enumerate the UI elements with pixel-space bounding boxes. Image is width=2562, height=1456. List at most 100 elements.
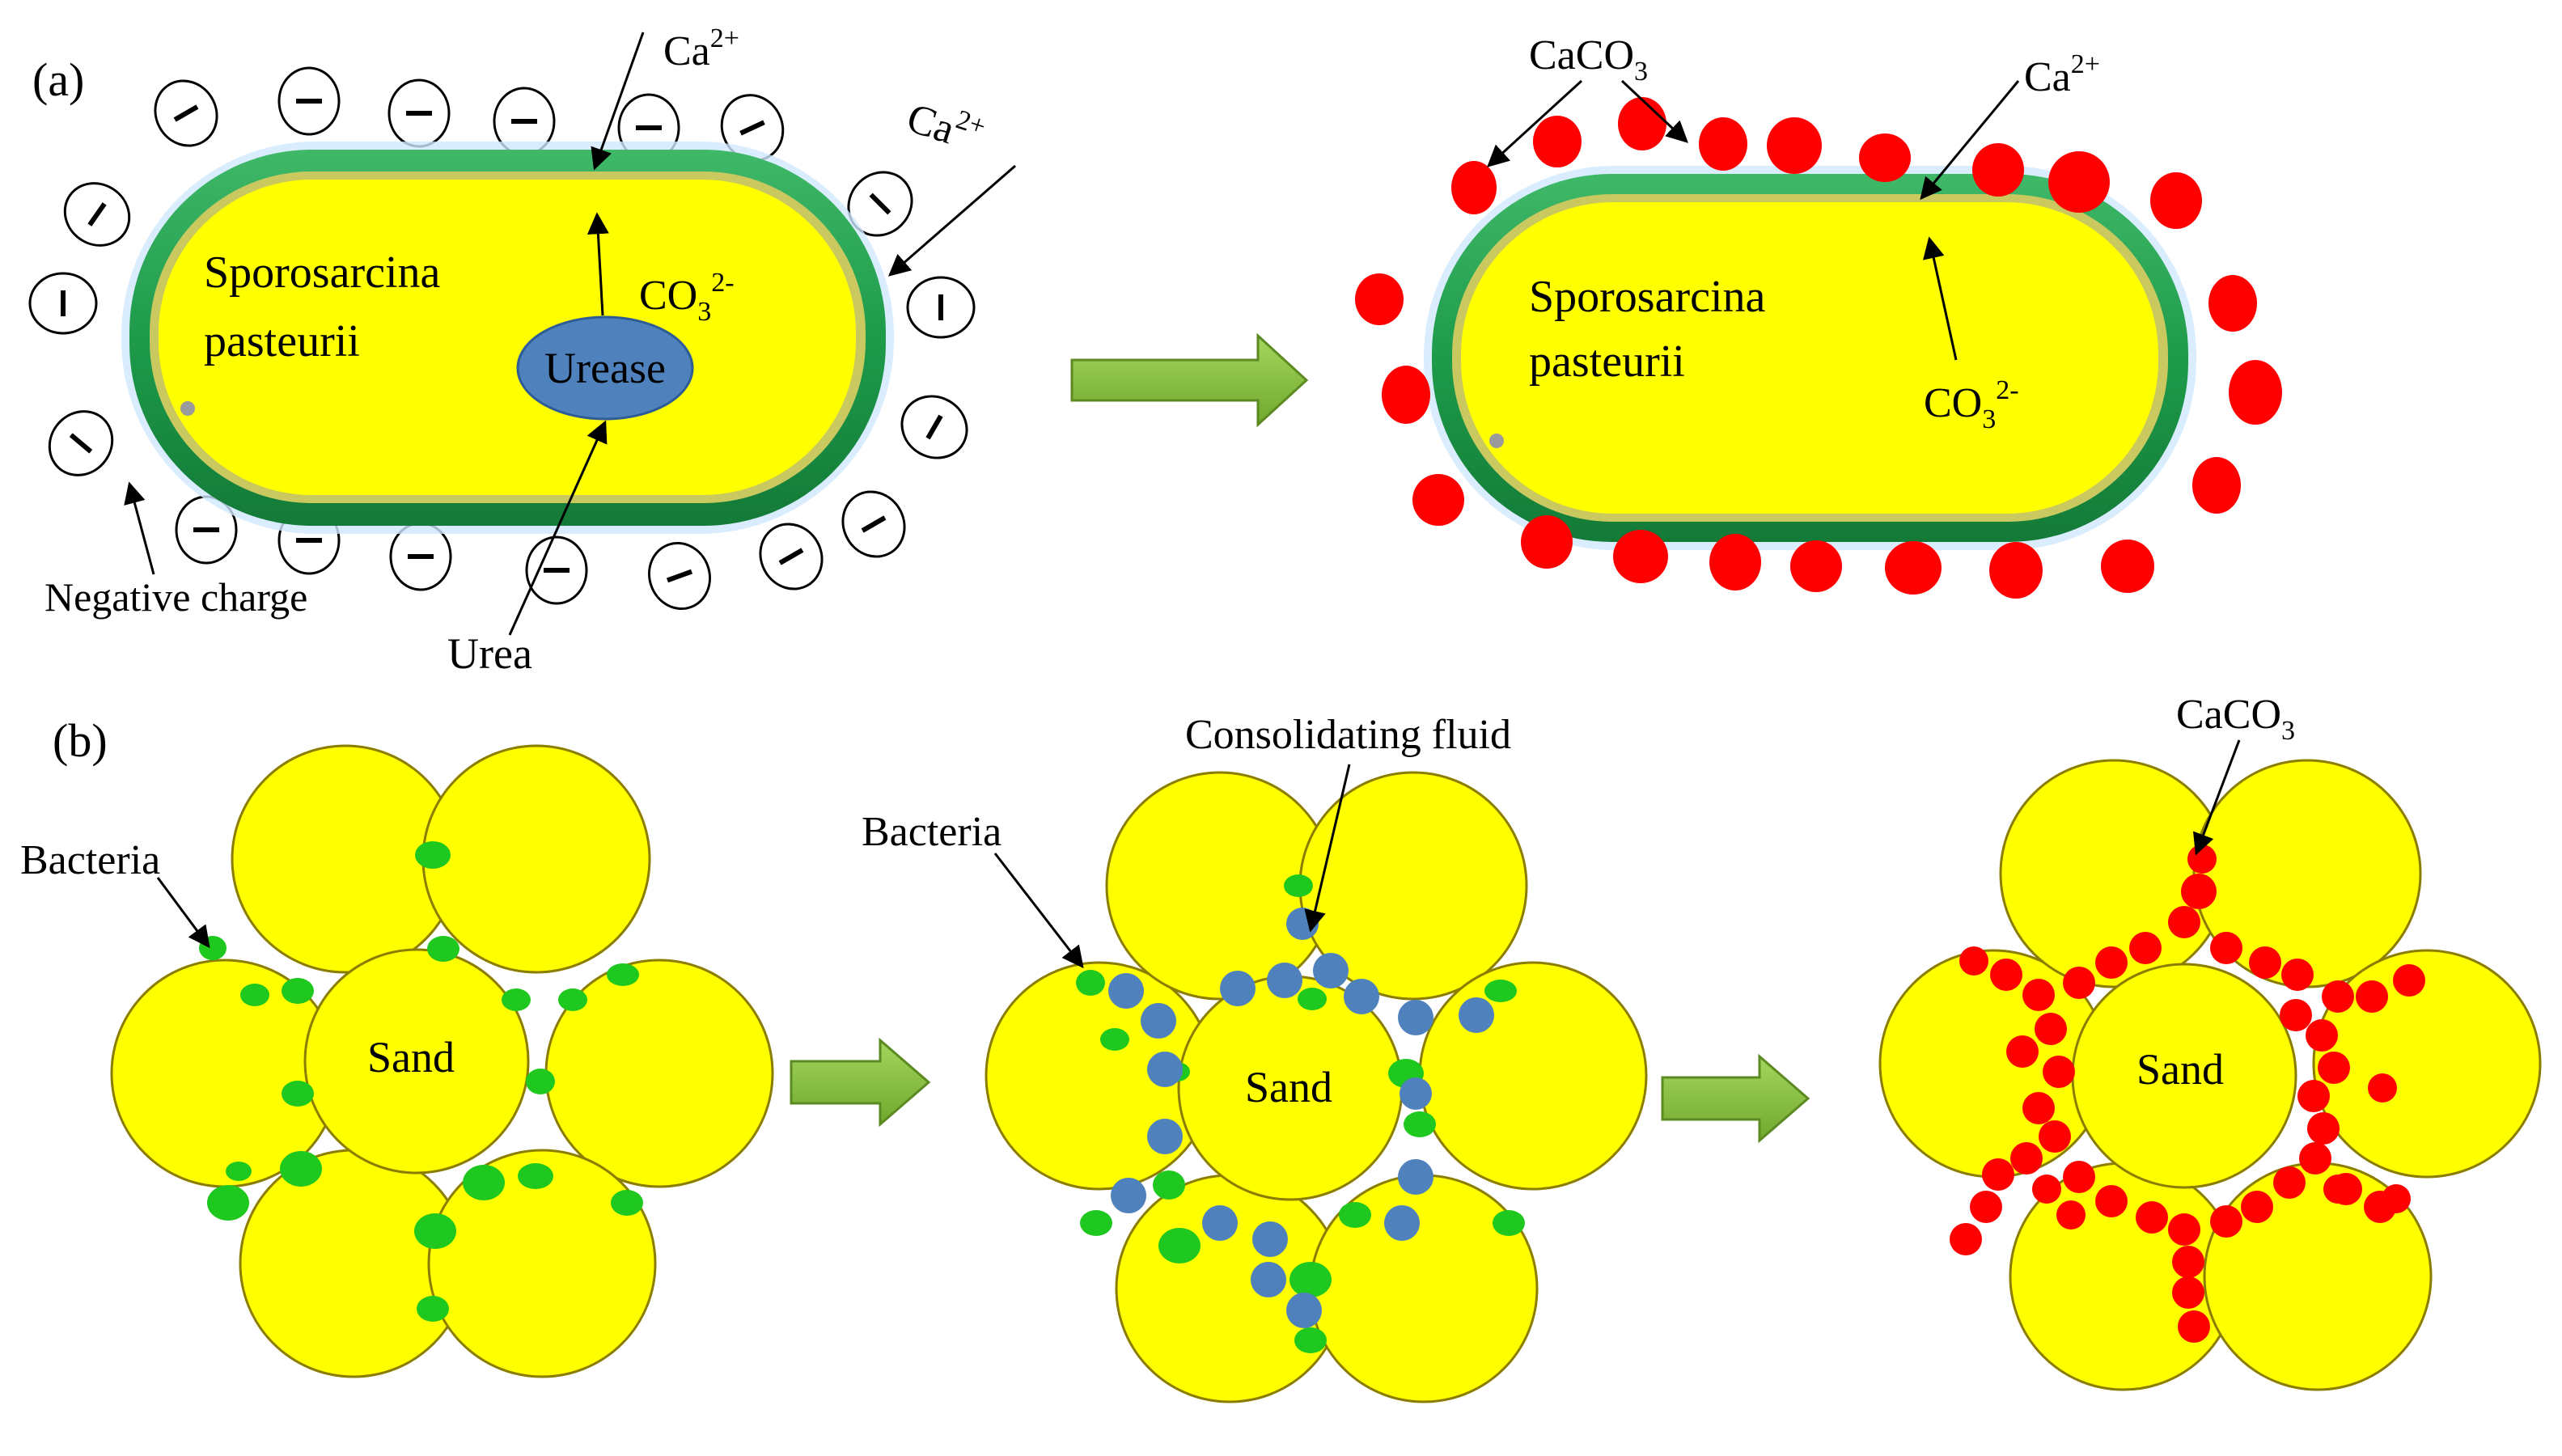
negative-charge-label: Negative charge [44,574,307,620]
caco3-label-b: CaCO3 [2176,692,2295,746]
bacteria-cell [415,841,451,869]
calcium-carbonate-particle [2168,906,2200,938]
annotation-arrows-a-after [1487,79,2020,361]
arrow-caco3-right [1620,79,1688,143]
consolidating-fluid-droplet [1384,1205,1420,1241]
bacteria-cell [1080,1210,1112,1236]
calcium-ion-label-top: Ca2+ [663,23,739,74]
calcium-carbonate-particle [2192,457,2241,514]
bacteria-cell [414,1213,456,1249]
calcium-carbonate-particle [2032,1175,2061,1204]
calcium-carbonate-particle [2168,1213,2200,1246]
bacteria-cell [463,1165,505,1200]
urease-enzyme [516,315,694,421]
negative-charge-ion [387,78,451,148]
bacteria-cell [1158,1228,1201,1263]
caco3-label-a: CaCO3 [1529,32,1648,87]
panel-b-label: (b) [53,714,108,767]
sand-grain [1418,961,1648,1191]
arrow-carbonate-after [1923,236,1958,361]
bacteria-cell [240,984,269,1006]
negative-charge-ion [277,66,341,136]
bacteria-cell [1294,1327,1327,1353]
consolidating-fluid-droplet [1147,1119,1183,1154]
calcium-carbonate-particle [2322,980,2354,1013]
bacteria-cell [1493,1210,1525,1236]
arrow-urea [508,420,608,636]
calcium-carbonate-particle [2297,1080,2330,1112]
panel-a-label: (a) [32,53,84,106]
calcium-carbonate-particle [2368,1073,2397,1103]
carbonate-label-a: CO32- [639,268,735,327]
calcium-carbonate-particle [2136,1201,2168,1234]
calcium-carbonate-particle [1767,117,1822,174]
calcium-carbonate-particle [1982,1158,2014,1191]
calcium-carbonate-particle [1885,541,1942,595]
minus-sign [778,548,804,565]
process-arrow-a [1070,332,1309,428]
calcium-ion-label-side: Ca2+ [901,90,989,162]
calcium-carbonate-particle [2035,1013,2067,1045]
consolidating-fluid-droplet [1252,1221,1288,1257]
calcium-carbonate-particle [2210,1205,2242,1238]
calcium-carbonate-particle [2356,980,2388,1013]
calcium-carbonate-particle [2210,932,2242,964]
calcium-carbonate-particle [2048,151,2110,213]
bacteria-cell [1100,1028,1129,1051]
bacteria-cell [611,1190,643,1216]
process-arrow-b1 [790,1037,931,1128]
calcium-carbonate-particle [1613,530,1668,583]
minus-sign [925,414,943,440]
bacteria-label-1: Bacteria [20,837,160,883]
consolidating-fluid-droplet [1400,1077,1432,1110]
bacteria-cell [282,1081,314,1107]
calcium-carbonate-particle [1699,117,1747,171]
calcium-carbonate-particle [1859,133,1911,182]
minus-sign [666,569,693,583]
sand-cluster-fluid [985,771,1648,1403]
cell-pore-after [1489,434,1504,448]
calcium-carbonate-particle [2043,1056,2075,1088]
arrow-bacteria-2 [993,853,1084,969]
consolidating-fluid-droplet [1267,963,1302,998]
consolidating-fluid-droplet [1344,979,1379,1014]
panel-a-after: Sporosarcina pasteurii CO32- CaCO3 Ca2+ [1355,32,2282,599]
negative-charge-ion [63,182,131,247]
calcium-carbonate-particle [2318,1052,2350,1084]
calcium-carbonate-particle [2022,1092,2055,1124]
arrow-ca-side [887,164,1016,277]
negative-charge-ion [154,79,218,147]
calcium-carbonate-particle [1989,542,2043,599]
calcium-carbonate-particle [2273,1166,2306,1199]
bacteria-cell [1404,1111,1436,1137]
arrow-fluid [1304,764,1351,933]
cell-pore [180,401,195,416]
calcium-carbonate-particle [2181,874,2217,909]
negative-charge-ion [759,523,824,590]
calcium-carbonate-particle [1950,1223,1982,1255]
calcium-carbonate-particle [2006,1035,2039,1068]
calcium-ion-label-after: Ca2+ [2024,49,2100,100]
negative-charge-ion [525,535,588,605]
negative-charge-ion [648,541,711,611]
urea-label: Urea [447,629,532,678]
calcium-carbonate-particle [2306,1019,2338,1052]
bacteria-cell [1076,970,1105,996]
calcium-carbonate-particle [2208,275,2257,332]
bacteria-cell [502,988,531,1011]
annotation-arrows-b [156,739,2241,969]
calcium-carbonate-particle [2187,844,2217,874]
bacteria-cell [282,978,314,1004]
negative-charge-ion [48,410,114,476]
calcium-carbonate-particle [2172,1276,2204,1309]
cell-name-line1: Sporosarcina [204,248,441,298]
minus-sign [173,104,199,122]
arrow-ca-after [1920,80,2020,201]
sand-label-2: Sand [1245,1063,1332,1111]
calcium-carbonate-particle [2249,946,2281,979]
calcium-carbonate-particle [2150,172,2202,229]
minus-sign [861,515,887,533]
calcium-carbonate-particle [2241,1191,2273,1223]
cell-name-after-line1: Sporosarcina [1529,272,1766,322]
calcium-carbonate-particle [2095,1185,2128,1217]
